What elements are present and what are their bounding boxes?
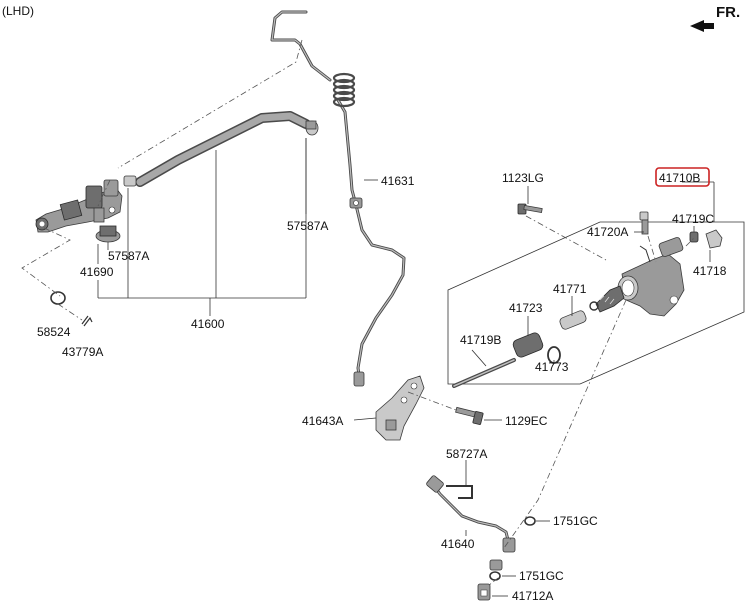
hose-end-bottom (502, 537, 516, 553)
reservoir-hose-inner (136, 112, 310, 186)
label-1129EC[interactable]: 1129EC (505, 414, 548, 428)
release-cylinder-body (617, 237, 685, 317)
cap-41719C (689, 231, 699, 243)
label-41643A[interactable]: 41643A (302, 414, 343, 428)
label-58727A[interactable]: 58727A (446, 447, 487, 461)
label-1751GC-upper[interactable]: 1751GC (553, 514, 598, 528)
label-41771[interactable]: 41771 (553, 282, 587, 296)
ring-41771-small (589, 301, 599, 311)
release-cylinder-box (447, 221, 745, 385)
bracket-41643A (375, 375, 425, 441)
bolt-1123LG (517, 203, 543, 215)
ring-58524 (50, 291, 66, 305)
hose-end-top (426, 475, 444, 493)
label-41710B-text: 41710B (659, 171, 700, 185)
ring-41773 (547, 346, 561, 364)
label-41719C[interactable]: 41719C (672, 212, 714, 226)
label-41720A[interactable]: 41720A (587, 225, 628, 239)
reservoir-hose (135, 111, 311, 187)
bolt-41712A (477, 583, 491, 601)
label-57587A-right[interactable]: 57587A (287, 219, 328, 233)
boot-41771 (595, 285, 625, 313)
label-41723[interactable]: 41723 (509, 301, 543, 315)
washer-1751GC-upper (524, 516, 536, 526)
front-direction-label: FR. (716, 4, 740, 21)
label-41773[interactable]: 41773 (535, 360, 569, 374)
reservoir-seal-41690 (95, 225, 121, 243)
bleeder-41720A (639, 211, 649, 235)
label-41690[interactable]: 41690 (80, 265, 114, 279)
label-58524[interactable]: 58524 (37, 325, 71, 339)
hose-clamp-left (123, 175, 137, 187)
clip-43779A (81, 315, 93, 327)
fitting-41718 (705, 229, 723, 249)
label-41710B[interactable]: 41710B (655, 167, 710, 187)
variant-label: (LHD) (2, 4, 34, 18)
leader-lines (97, 138, 715, 597)
label-41719B[interactable]: 41719B (460, 333, 501, 347)
pushrod-41719B (452, 358, 516, 388)
bolt-1129EC (455, 406, 484, 425)
highlight-box (655, 167, 710, 187)
front-arrow-icon (690, 20, 714, 32)
label-41640[interactable]: 41640 (441, 537, 475, 551)
assembly-guide-lines (21, 39, 695, 587)
washer-1751GC-lower (489, 571, 501, 581)
tube-clip (349, 197, 363, 209)
label-1751GC-lower[interactable]: 1751GC (519, 569, 564, 583)
tube-coil (332, 72, 356, 108)
label-1123LG[interactable]: 1123LG (502, 171, 544, 185)
label-41712A[interactable]: 41712A (512, 589, 553, 603)
hose-union (489, 559, 503, 571)
label-41631[interactable]: 41631 (381, 174, 415, 188)
clutch-tube-41631-highlight (271, 11, 405, 383)
master-cylinder (35, 179, 123, 233)
label-41600[interactable]: 41600 (191, 317, 225, 331)
label-41718[interactable]: 41718 (693, 264, 727, 278)
clutch-tube-41631 (270, 10, 406, 384)
label-57587A-left[interactable]: 57587A (108, 249, 149, 263)
clip-58727A (446, 485, 473, 499)
hose-connector-right (305, 120, 319, 136)
piston-41771 (559, 310, 587, 330)
label-43779A[interactable]: 43779A (62, 345, 103, 359)
piston-41723 (512, 332, 544, 358)
clutch-hose-41640-inner (433, 485, 511, 549)
tube-end-fitting (353, 371, 365, 387)
